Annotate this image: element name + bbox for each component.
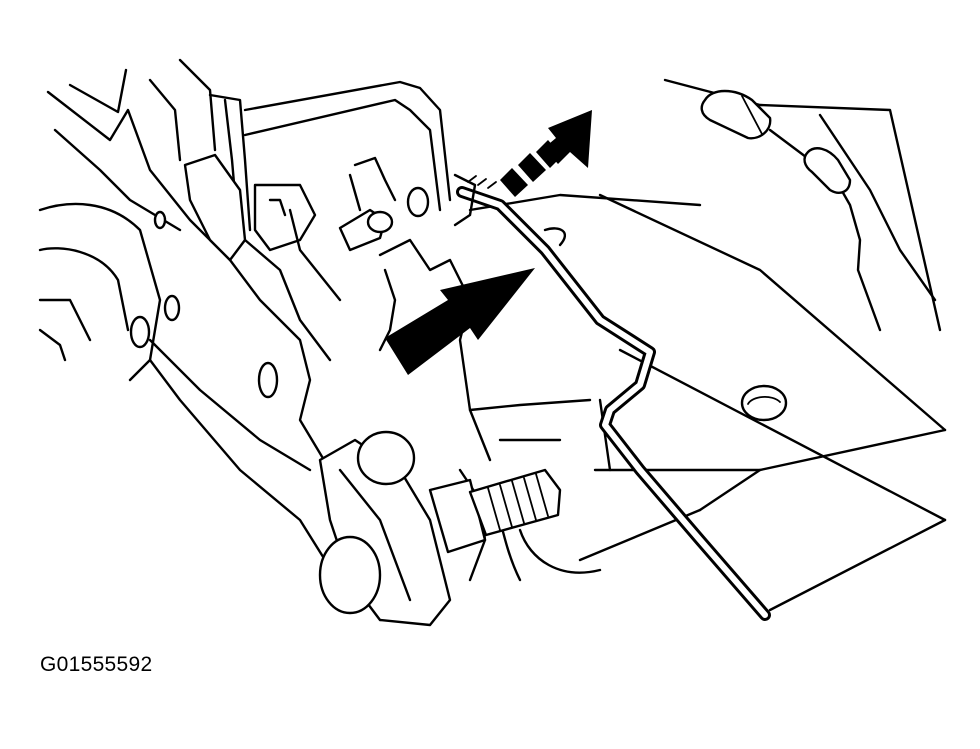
mechanical-diagram xyxy=(38,58,947,627)
actuating-rod xyxy=(453,173,771,621)
center-plate xyxy=(378,238,602,582)
striker-pin xyxy=(338,156,430,252)
housing-panel xyxy=(468,78,947,612)
rod-clip xyxy=(467,175,497,189)
adjusting-bolt xyxy=(428,468,562,554)
panel-hole xyxy=(740,384,788,422)
figure-id-label: G01555592 xyxy=(40,653,153,676)
latch-lever xyxy=(183,153,342,472)
pivot-assembly xyxy=(318,430,487,627)
electrical-connector xyxy=(700,89,852,194)
body-bolts xyxy=(129,210,279,399)
solid-arrow xyxy=(385,268,535,375)
dashed-arrow xyxy=(500,110,592,197)
latch-body xyxy=(38,58,327,562)
